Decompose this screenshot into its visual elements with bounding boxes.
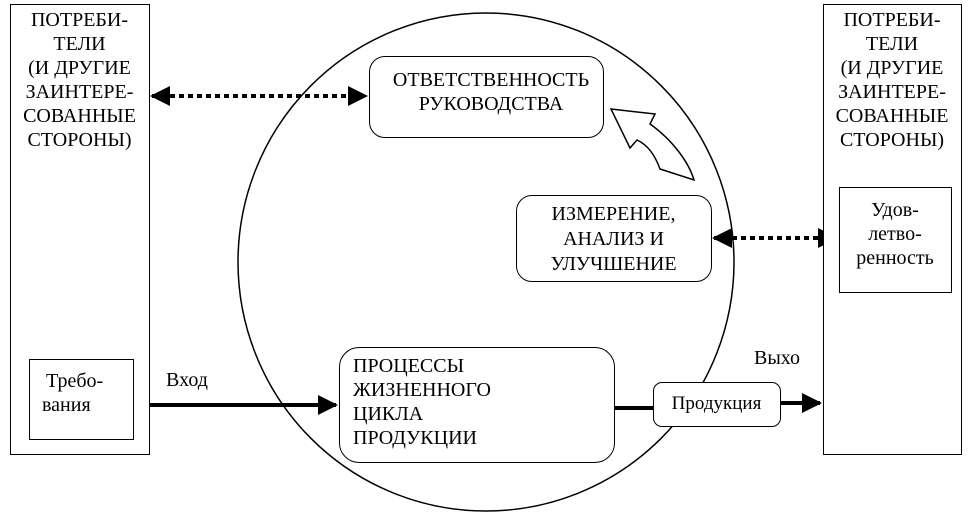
satisfaction-line: ренность: [856, 247, 934, 269]
product-box: Продукция: [653, 382, 781, 427]
lifecycle-line: ЖИЗНЕННОГО: [353, 379, 491, 401]
measurement-line: АНАЛИЗ И: [563, 228, 664, 250]
title-line: ТЕЛИ: [865, 33, 919, 55]
title-line: (И ДРУГИЕ: [840, 57, 944, 79]
measurement-text: ИЗМЕРЕНИЕ, АНАЛИЗ И УЛУЧШЕНИЕ: [517, 202, 710, 276]
input-label: Вход: [166, 369, 208, 391]
satisfaction-line: летво-: [868, 223, 922, 245]
satisfaction-text: Удов- летво- ренность: [840, 198, 950, 270]
management-text: ОТВЕТСТВЕННОСТЬ РУКОВОДСТВА: [370, 68, 602, 116]
title-line: ПОТРЕБИ-: [30, 9, 129, 31]
requirements-line: Требо-: [46, 370, 104, 392]
title-line: ЗАИНТЕРЕ-: [25, 81, 134, 103]
output-label: Выхо: [754, 347, 801, 369]
measurement-line: ИЗМЕРЕНИЕ,: [551, 203, 676, 225]
quality-cycle-circle: [237, 12, 735, 512]
title-line: ЗАИНТЕРЕ-: [838, 81, 946, 103]
title-line: СТОРОНЫ): [839, 129, 945, 151]
satisfaction-line: Удов-: [871, 199, 919, 221]
lifecycle-line: ПРОДУКЦИИ: [353, 427, 477, 449]
title-line: (И ДРУГИЕ: [28, 57, 131, 79]
curved-arrow-icon: [609, 108, 696, 182]
management-line: ОТВЕТСТВЕННОСТЬ: [392, 69, 590, 91]
title-line: СОВАННЫЕ: [23, 105, 136, 127]
management-responsibility-box: ОТВЕТСТВЕННОСТЬ РУКОВОДСТВА: [369, 56, 604, 138]
title-line: СОВАННЫЕ: [835, 105, 949, 127]
title-line: ТЕЛИ: [53, 33, 106, 55]
left-stakeholder-title: ПОТРЕБИ- ТЕЛИ (И ДРУГИЕ ЗАИНТЕРЕ- СОВАНН…: [11, 8, 148, 152]
product-label: Продукция: [671, 393, 762, 414]
lifecycle-line: ПРОЦЕССЫ: [353, 355, 465, 377]
title-line: ПОТРЕБИ-: [843, 9, 941, 31]
lifecycle-text: ПРОЦЕССЫ ЖИЗНЕННОГО ЦИКЛА ПРОДУКЦИИ: [353, 354, 491, 450]
measurement-line: УЛУЧШЕНИЕ: [550, 253, 677, 275]
lifecycle-processes-box: ПРОЦЕССЫ ЖИЗНЕННОГО ЦИКЛА ПРОДУКЦИИ: [339, 347, 615, 463]
right-stakeholder-title: ПОТРЕБИ- ТЕЛИ (И ДРУГИЕ ЗАИНТЕРЕ- СОВАНН…: [824, 8, 960, 152]
satisfaction-box: Удов- летво- ренность: [839, 187, 952, 293]
measurement-analysis-box: ИЗМЕРЕНИЕ, АНАЛИЗ И УЛУЧШЕНИЕ: [516, 195, 712, 282]
title-line: СТОРОНЫ): [27, 129, 132, 151]
requirements-line: вания: [42, 394, 91, 416]
requirements-box: Требо- вания: [29, 359, 134, 440]
lifecycle-line: ЦИКЛА: [353, 403, 424, 425]
management-line: РУКОВОДСТВА: [418, 93, 564, 115]
requirements-text: Требо- вания: [42, 369, 104, 417]
